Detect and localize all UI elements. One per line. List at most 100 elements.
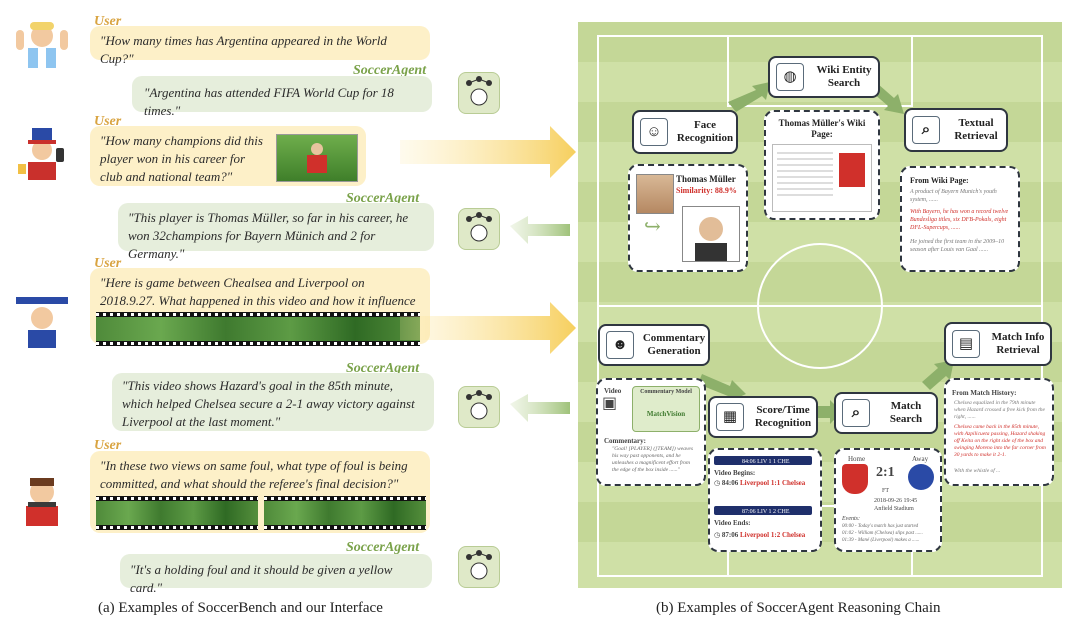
agent-name: SoccerAgent <box>346 191 420 206</box>
final-score: 2:1 <box>876 465 895 480</box>
history-line-2: Chelsea came back in the 85th minute, wi… <box>954 424 1046 458</box>
scoreboard-icon: ▦ <box>716 403 744 431</box>
wiki-page-box: Thomas Müller's Wiki Page: <box>764 110 880 220</box>
score-time-recognition-node: ▦Score/Time Recognition <box>708 396 818 438</box>
match-search-node: ⌕Match Search <box>834 392 938 434</box>
face-result-box: Thomas Müller Similarity: 88.9% ↪ <box>628 164 748 272</box>
agent-name: SoccerAgent <box>346 361 420 376</box>
text-line-2: With Bayern, he has won a record twelve … <box>910 209 1009 231</box>
agent-message: "This player is Thomas Müller, so far in… <box>118 203 434 261</box>
user-avatar-usa-fan <box>14 122 70 180</box>
user-name: User <box>94 114 122 129</box>
agent-message-text: "It's a holding foul and it should be gi… <box>130 562 393 595</box>
event-3: 01:39 - Mané (Liverpool) makes a ...... <box>842 538 920 543</box>
end-line: ◷ 87:06 Liverpool 1:2 Chelsea <box>714 531 806 539</box>
score-bar-begin: 84:06 LIV 1 1 CHE <box>714 456 812 465</box>
arrow-right-2 <box>400 302 576 354</box>
agent-message: "This video shows Hazard's goal in the 8… <box>112 373 434 431</box>
match-arrow-icon: ↪ <box>644 216 661 238</box>
user-name: User <box>94 256 122 271</box>
textual-retrieval-node: ⌕Textual Retrieval <box>904 108 1008 152</box>
soccer-agent-icon <box>458 208 500 250</box>
history-title: From Match History: <box>952 389 1017 397</box>
similarity-score: Similarity: 88.9% <box>676 186 737 195</box>
user-name: User <box>94 438 122 453</box>
begin-line: ◷ 84:06 Liverpool 1:1 Chelsea <box>714 479 806 487</box>
begin-score: Liverpool 1:1 Chelsea <box>739 479 806 487</box>
agent-message-text: "Argentina has attended FIFA World Cup f… <box>144 85 394 118</box>
model-label: Commentary Model <box>640 389 692 395</box>
soccer-agent-icon <box>458 386 500 428</box>
wikipedia-icon: ◍ <box>776 63 804 91</box>
user-avatar-chelsea-fan <box>14 290 70 348</box>
soccer-agent-icon <box>458 72 500 114</box>
user-message-text: "How many times has Argentina appeared i… <box>100 33 387 66</box>
user-message: "How many times has Argentina appeared i… <box>90 26 430 66</box>
liverpool-crest-icon <box>842 464 868 494</box>
wiki-page-thumbnail <box>772 144 872 212</box>
begin-time: 84:06 <box>721 479 739 487</box>
text-line-1: A product of Bayern Munich's youth syste… <box>910 189 997 203</box>
end-time: 87:06 <box>721 531 739 539</box>
stadium-icon: ▤ <box>952 330 980 358</box>
wiki-text-box: From Wiki Page: A product of Bayern Muni… <box>900 166 1020 272</box>
model-name: MatchVision <box>646 410 686 418</box>
video-camera-icon: ▣ <box>602 395 618 412</box>
events-label: Events: <box>842 516 860 522</box>
flow-arrows <box>400 126 576 422</box>
matched-face-photo <box>682 206 740 262</box>
commentary-generation-node: ☻Commentary Generation <box>598 324 710 366</box>
left-caption: (a) Examples of SoccerBench and our Inte… <box>98 600 383 616</box>
commentary-text: "Goal! [PLAYER] ([TEAM]) weaves his way … <box>612 446 693 473</box>
player-photo <box>276 134 358 182</box>
score-time-box: 84:06 LIV 1 1 CHE Video Begins: ◷ 84:06 … <box>708 448 822 552</box>
foul-view-2 <box>264 496 426 530</box>
commentary-box: Video ▣ Commentary Model MatchVision Com… <box>596 378 706 486</box>
query-face-photo <box>636 174 674 214</box>
soccer-agent-icon <box>458 546 500 588</box>
agent-message: "It's a holding foul and it should be gi… <box>120 554 432 595</box>
magnifier-document-icon: ⌕ <box>912 116 940 144</box>
user-avatar-liverpool-fan <box>14 468 70 526</box>
arrow-right-1 <box>400 126 576 178</box>
arrow-left-1 <box>510 216 570 244</box>
user-message: "How many champions did this player won … <box>90 126 366 186</box>
commentator-icon: ☻ <box>606 331 634 359</box>
history-line-1: Chelsea equalized in the 79th minute whe… <box>954 400 1045 420</box>
right-caption: (b) Examples of SoccerAgent Reasoning Ch… <box>656 600 941 616</box>
user-message-text: "In these two views on same foul, what t… <box>100 458 408 491</box>
home-label: Home <box>848 455 866 463</box>
away-label: Away <box>912 455 929 463</box>
wiki-page-title: Thomas Müller's Wiki Page: <box>778 118 866 139</box>
history-line-3: With the whistle of ... <box>954 468 1001 474</box>
video-label: Video <box>604 387 622 395</box>
face-recognition-node: ☺Face Recognition <box>632 110 738 154</box>
end-score: Liverpool 1:2 Chelsea <box>739 531 806 539</box>
match-date: 2018-09-26 19:45 <box>874 498 918 504</box>
user-message-text: "How many champions did this player won … <box>100 133 263 184</box>
user-avatar-argentina <box>14 14 70 70</box>
commentary-label: Commentary: <box>604 437 646 445</box>
agent-message-text: "This video shows Hazard's goal in the 8… <box>122 378 415 429</box>
match-info-retrieval-node: ▤Match Info Retrieval <box>944 322 1052 366</box>
text-box-title: From Wiki Page: <box>910 176 969 185</box>
match-history-box: From Match History: Chelsea equalized in… <box>944 378 1054 486</box>
video-begins-label: Video Begins: <box>714 469 756 477</box>
text-line-3: He joined the first team in the 2009–10 … <box>910 239 1005 253</box>
agent-message: "Argentina has attended FIFA World Cup f… <box>132 76 432 118</box>
foul-view-1 <box>96 496 258 530</box>
arrow-left-2 <box>510 394 570 422</box>
video-ends-label: Video Ends: <box>714 519 751 527</box>
reasoning-arrows <box>698 82 954 424</box>
chelsea-crest-icon <box>908 464 934 490</box>
model-box: Commentary Model MatchVision <box>632 386 700 432</box>
agent-message-text: "This player is Thomas Müller, so far in… <box>128 210 409 261</box>
agent-name: SoccerAgent <box>346 540 420 555</box>
match-venue: Anfield Stadium <box>874 506 914 512</box>
full-time-label: FT <box>882 488 890 494</box>
video-filmstrip <box>96 312 420 346</box>
event-1: 00:00 - Today's match has just started <box>842 524 919 529</box>
score-bar-end: 87:06 LIV 1 2 CHE <box>714 506 812 515</box>
matched-name: Thomas Müller <box>676 174 736 184</box>
search-database-icon: ⌕ <box>842 399 870 427</box>
